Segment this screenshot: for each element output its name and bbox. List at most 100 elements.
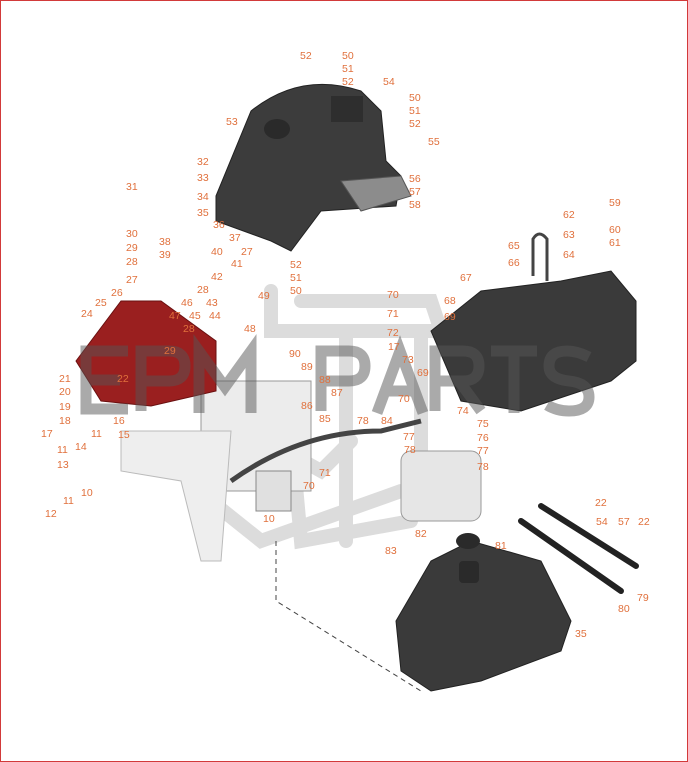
callout-25: 25 (95, 297, 107, 309)
callout-52: 52 (342, 76, 354, 88)
callout-77: 77 (477, 445, 489, 457)
mount-plate (340, 175, 412, 212)
callout-31: 31 (126, 181, 138, 193)
console-housing (215, 83, 402, 252)
callout-34: 34 (197, 191, 209, 203)
callout-62: 62 (563, 209, 575, 221)
callout-52: 52 (290, 259, 302, 271)
callout-70: 70 (387, 289, 399, 301)
callout-36: 36 (213, 219, 225, 231)
callout-35: 35 (197, 207, 209, 219)
callout-38: 38 (159, 236, 171, 248)
fuel-line (531, 232, 549, 281)
callout-22: 22 (595, 497, 607, 509)
callout-71: 71 (387, 308, 399, 320)
callout-85: 85 (319, 413, 331, 425)
pedal-assembly (518, 503, 639, 594)
callout-33: 33 (197, 172, 209, 184)
callout-79: 79 (637, 592, 649, 604)
callout-60: 60 (609, 224, 621, 236)
callout-68: 68 (444, 295, 456, 307)
callout-45: 45 (189, 310, 201, 322)
callout-70: 70 (303, 480, 315, 492)
callout-57: 57 (618, 516, 630, 528)
callout-81: 81 (495, 540, 507, 552)
callout-67: 67 (460, 272, 472, 284)
callout-71: 71 (319, 467, 331, 479)
callout-20: 20 (59, 386, 71, 398)
callout-18: 18 (59, 415, 71, 427)
callout-40: 40 (211, 246, 223, 258)
callout-28: 28 (197, 284, 209, 296)
callout-48: 48 (244, 323, 256, 335)
callout-43: 43 (206, 297, 218, 309)
callout-47: 47 (169, 310, 181, 322)
callout-73: 73 (402, 354, 414, 366)
callout-50: 50 (409, 92, 421, 104)
callout-61: 61 (609, 237, 621, 249)
cup-holder (264, 119, 290, 139)
callout-65: 65 (508, 240, 520, 252)
callout-21: 21 (59, 373, 71, 385)
callout-11: 11 (57, 444, 68, 456)
callout-88: 88 (319, 374, 331, 386)
callout-44: 44 (209, 310, 221, 322)
leader-dashed (275, 541, 422, 692)
callout-69: 69 (417, 367, 429, 379)
callout-39: 39 (159, 249, 171, 261)
callout-22: 22 (117, 373, 129, 385)
callout-52: 52 (409, 118, 421, 130)
callout-54: 54 (383, 76, 395, 88)
callout-27: 27 (126, 274, 138, 286)
callout-30: 30 (126, 228, 138, 240)
callout-78: 78 (357, 415, 369, 427)
callout-50: 50 (342, 50, 354, 62)
callout-80: 80 (618, 603, 630, 615)
callout-51: 51 (290, 272, 302, 284)
callout-89: 89 (301, 361, 313, 373)
callout-72: 72 (387, 327, 399, 339)
callout-13: 13 (57, 459, 69, 471)
callout-51: 51 (342, 63, 354, 75)
callout-19: 19 (59, 401, 71, 413)
callout-15: 15 (118, 429, 130, 441)
callout-22: 22 (638, 516, 650, 528)
callout-87: 87 (331, 387, 343, 399)
callout-17: 17 (388, 341, 400, 353)
callout-54: 54 (596, 516, 608, 528)
callout-53: 53 (226, 116, 238, 128)
cap (456, 533, 480, 549)
callout-90: 90 (289, 348, 301, 360)
hose (229, 418, 422, 484)
callout-64: 64 (563, 249, 575, 261)
callout-28: 28 (126, 256, 138, 268)
callout-16: 16 (113, 415, 125, 427)
callout-56: 56 (409, 173, 421, 185)
callout-58: 58 (409, 199, 421, 211)
callout-77: 77 (403, 431, 415, 443)
callout-51: 51 (409, 105, 421, 117)
callout-50: 50 (290, 285, 302, 297)
callout-63: 63 (563, 229, 575, 241)
callout-11: 11 (63, 495, 74, 507)
callout-49: 49 (258, 290, 270, 302)
callout-12: 12 (45, 508, 57, 520)
rear-hood (395, 540, 572, 692)
callout-76: 76 (477, 432, 489, 444)
callout-78: 78 (477, 461, 489, 473)
callout-24: 24 (81, 308, 93, 320)
callout-52: 52 (300, 50, 312, 62)
callout-55: 55 (428, 136, 440, 148)
callout-86: 86 (301, 400, 313, 412)
callout-11: 11 (91, 428, 102, 440)
callout-29: 29 (164, 345, 176, 357)
storage-recess (331, 96, 363, 122)
callout-28: 28 (183, 323, 195, 335)
callout-14: 14 (75, 441, 87, 453)
callout-27: 27 (241, 246, 253, 258)
callout-78: 78 (404, 444, 416, 456)
callout-74: 74 (457, 405, 469, 417)
